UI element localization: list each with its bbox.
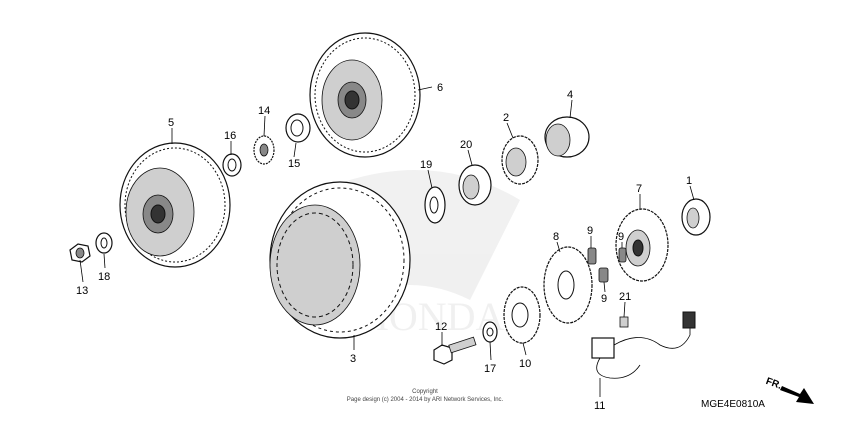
part-10-gear [503,286,541,344]
callout-15: 15 [288,158,300,170]
part-7-gear [615,208,669,282]
part-12-bolt [433,336,477,365]
part-13-nut [69,243,91,263]
callout-4: 4 [567,89,573,101]
part-6-clutch-outer [309,32,421,158]
callout-6: 6 [437,82,443,94]
part-19-washer [424,186,446,224]
callout-9-c: 9 [618,231,624,243]
part-5-clutch-center [119,142,231,268]
part-8-sprocket [543,246,593,324]
callout-11: 11 [594,400,605,412]
front-direction-label: FR. [764,376,783,392]
part-14-lock-washer [253,135,275,165]
callout-19: 19 [420,159,432,171]
copyright-line-1: Copyright [412,389,438,395]
part-11-sensor-harness [591,311,696,379]
callout-7: 7 [636,183,642,195]
part-15-washer [285,113,311,143]
part-1-needle-bearing [681,198,711,236]
callout-12: 12 [435,321,447,333]
callout-20: 20 [460,139,472,151]
part-9-spring-a [587,247,597,265]
callout-16: 16 [224,130,236,142]
part-3-clutch-basket [269,181,411,339]
diagram-code: MGE4E0810A [701,399,765,410]
callout-3: 3 [350,353,356,365]
callout-13: 13 [76,285,88,297]
part-4-sleeve [544,116,590,158]
part-9-spring-b [598,267,609,283]
leader-lines [79,86,695,397]
callout-1: 1 [686,175,692,187]
callout-10: 10 [519,358,531,370]
copyright-line-2: Page design (c) 2004 - 2014 by ARI Netwo… [347,397,504,403]
callout-8: 8 [553,231,559,243]
front-direction-arrow: FR. [764,376,814,404]
part-16-washer [222,153,242,177]
callout-9-b: 9 [601,293,607,305]
callout-5: 5 [168,117,174,129]
callout-14: 14 [258,105,270,117]
callout-2: 2 [503,112,509,124]
part-17-washer [482,321,498,343]
part-20-needle-bearing [458,164,492,206]
part-2-gear [501,135,539,185]
part-9-spring-c [618,247,627,263]
callout-21: 21 [619,291,631,303]
callout-17: 17 [484,363,496,375]
part-21-bolt [619,316,629,328]
callout-9-a: 9 [587,225,593,237]
callout-18: 18 [98,271,110,283]
part-18-washer [95,232,113,254]
